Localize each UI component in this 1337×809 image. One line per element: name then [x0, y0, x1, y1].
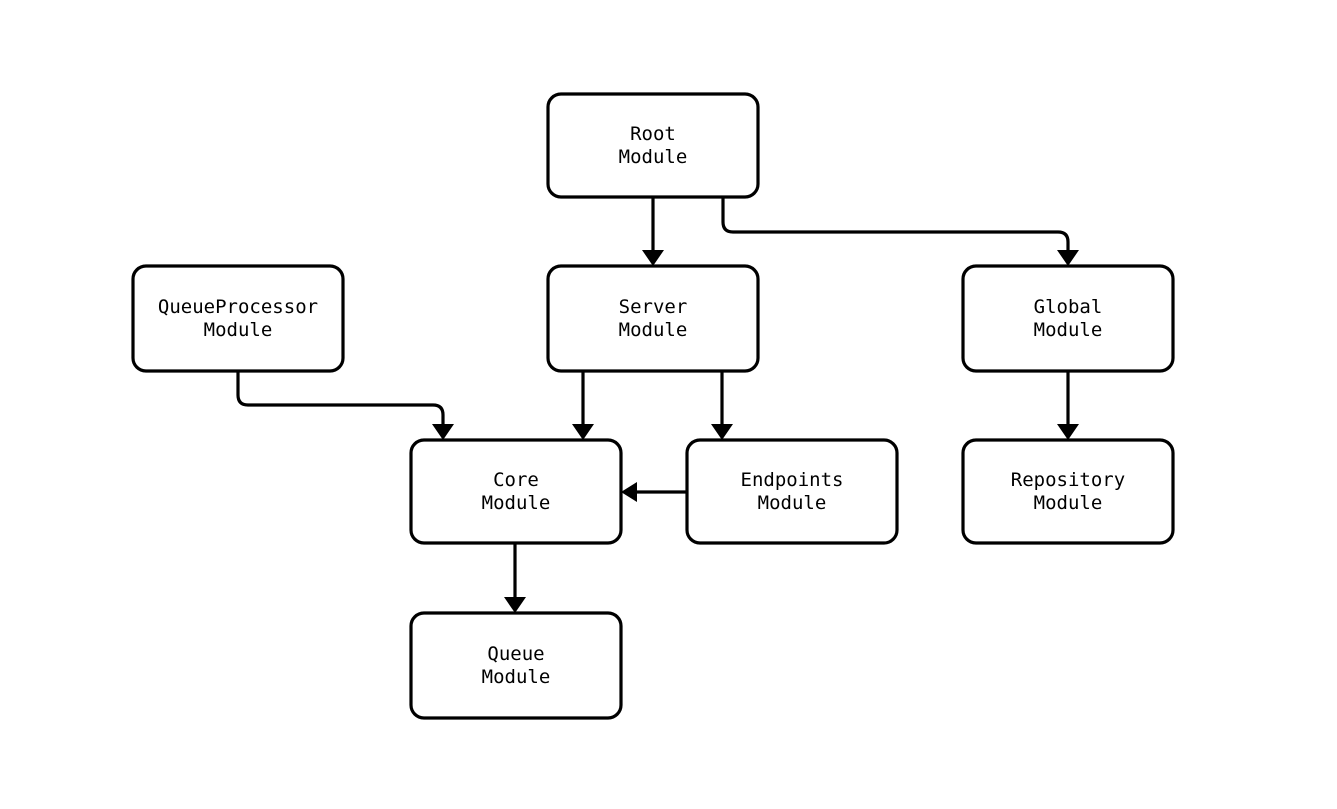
edge-arrowhead	[1057, 424, 1079, 440]
node-label-line2: Module	[204, 319, 273, 341]
node-box[interactable]	[409, 438, 623, 545]
edge-root-to-global	[721, 197, 1079, 266]
node-label-line2: Module	[1034, 319, 1103, 341]
node-box[interactable]	[546, 264, 760, 373]
node-label-line1: Repository	[1011, 469, 1125, 491]
edge-endpoints-to-core	[621, 482, 687, 502]
node-label-line1: Queue	[487, 643, 544, 665]
edge-core-to-queue	[504, 543, 526, 613]
node-label-line1: Global	[1034, 296, 1103, 318]
node-label-line1: Root	[630, 123, 676, 145]
node-label-line1: Server	[619, 296, 688, 318]
edge-global-to-repository	[1057, 371, 1079, 440]
node-label-line2: Module	[619, 319, 688, 341]
node-label-line2: Module	[1034, 492, 1103, 514]
edge-arrowhead	[432, 424, 454, 440]
node-label-line2: Module	[482, 666, 551, 688]
node-box[interactable]	[685, 438, 899, 545]
node-label-line1: Endpoints	[741, 469, 844, 491]
edge-arrowhead	[642, 250, 664, 266]
node-box[interactable]	[546, 92, 760, 199]
edge-arrowhead	[504, 597, 526, 613]
node-box[interactable]	[409, 611, 623, 720]
edge-arrowhead	[1057, 250, 1079, 266]
edge-arrowhead	[621, 482, 637, 502]
edge-root-to-server	[642, 197, 664, 266]
node-label-line1: Core	[493, 469, 539, 491]
edge-arrowhead	[711, 424, 733, 440]
node-label-line2: Module	[619, 146, 688, 168]
edge-server-to-core	[572, 371, 594, 440]
edge-arrowhead	[572, 424, 594, 440]
node-box[interactable]	[961, 438, 1175, 545]
edge-line	[236, 371, 445, 426]
edge-line	[721, 197, 1070, 252]
nodes-layer: RootModuleQueueProcessorModuleServerModu…	[131, 92, 1175, 720]
edge-server-to-endpoints	[711, 371, 733, 440]
node-label-line2: Module	[482, 492, 551, 514]
edge-queueprocessor-to-core	[236, 371, 454, 440]
node-box[interactable]	[961, 264, 1175, 373]
node-label-line1: QueueProcessor	[158, 296, 318, 318]
edges-layer	[236, 197, 1079, 613]
node-box[interactable]	[131, 264, 345, 373]
node-label-line2: Module	[758, 492, 827, 514]
